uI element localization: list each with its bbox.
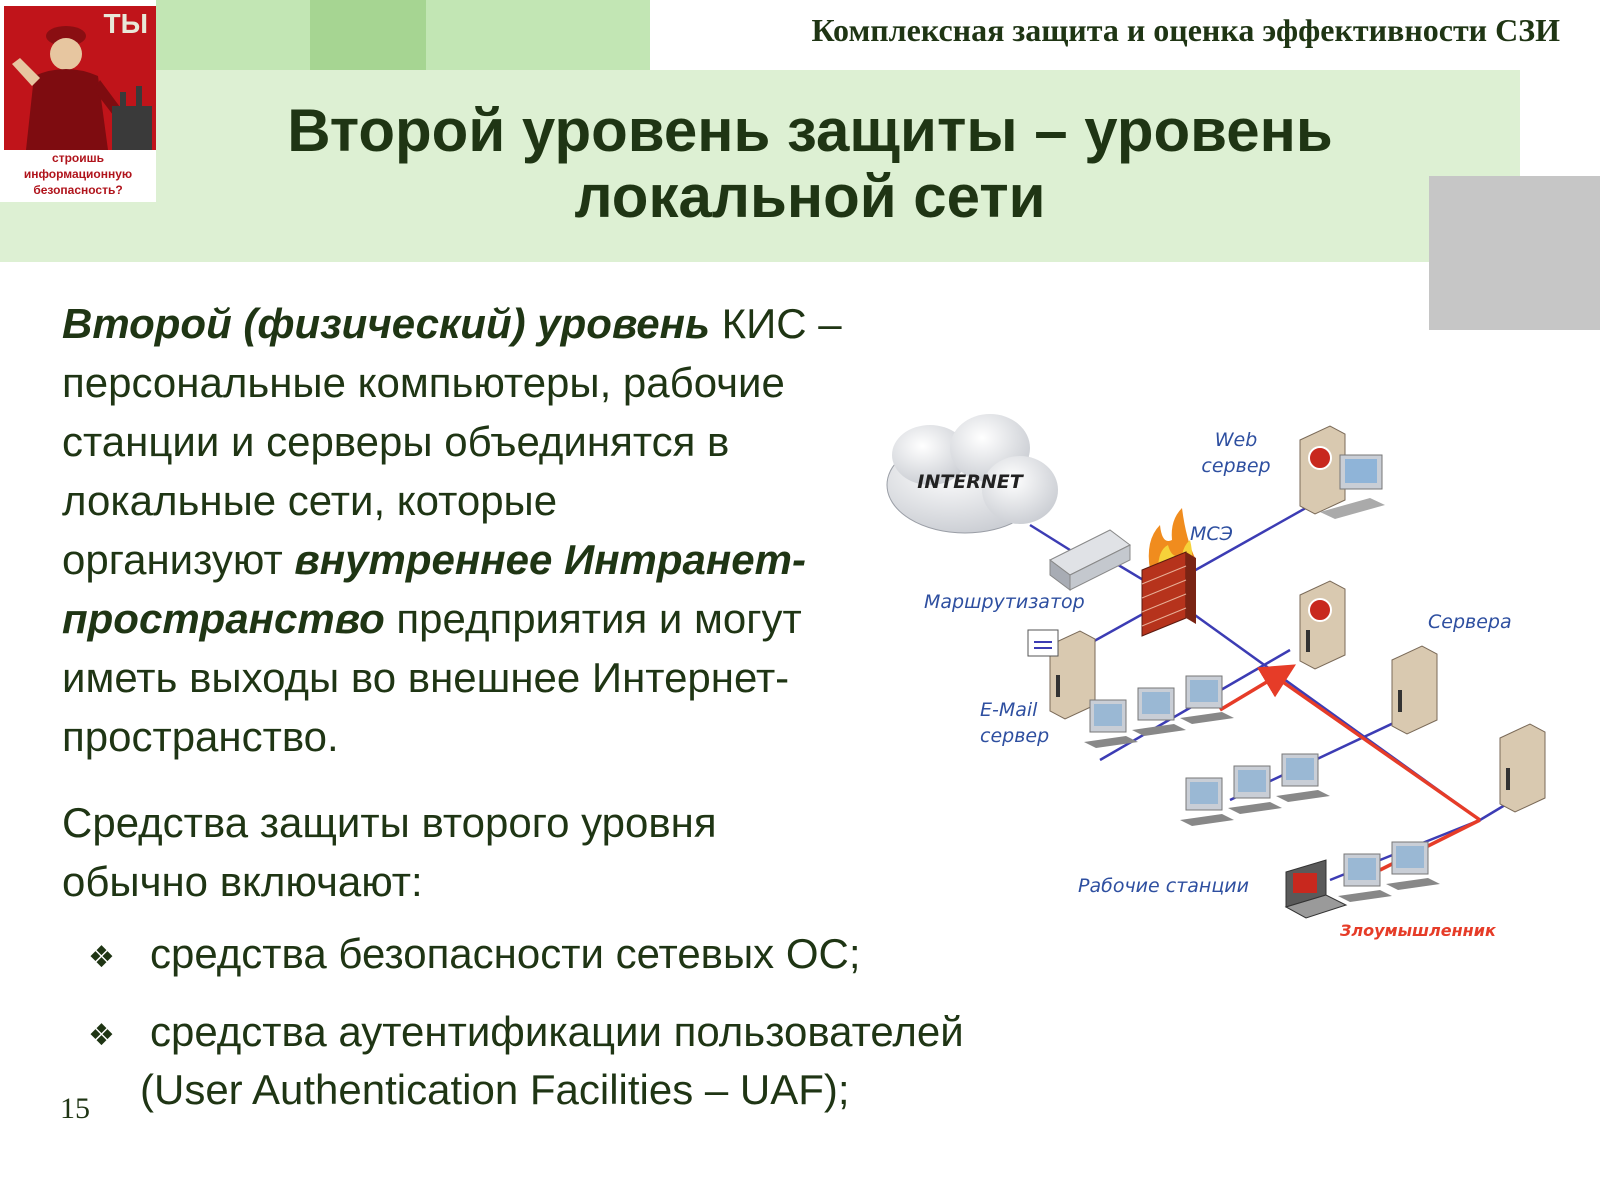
servers-label: Сервера [1428,611,1512,633]
paragraph-line: пространство. [62,713,339,760]
web-server-label: сервер [1201,455,1270,477]
network-diagram: INTERNET [886,414,1546,940]
emphasis-term: пространство [62,595,385,642]
poster-caption-line: строишь [52,151,104,165]
definition-paragraph: Второй (физический) уровень КИС – персон… [62,294,962,766]
workstation-group-icon [1338,841,1440,902]
malicious-server-icon [1299,580,1346,670]
slide-title: Второй уровень защиты – уровень локально… [160,98,1460,230]
poster-caption-line: информационную [23,167,133,181]
email-server-label: E-Mail [980,699,1038,721]
bullet-item: средства безопасности сетевых ОС; [150,930,861,977]
slide-title-line: Второй уровень защиты – уровень [287,97,1333,164]
web-server-label: Web [1215,429,1258,451]
router-label: Маршрутизатор [924,591,1085,613]
paragraph-text: предприятия и могут [384,595,802,642]
paragraph-line: Средства защиты второго уровня [62,799,717,846]
emphasis-term: внутреннее Интранет- [294,536,806,583]
paragraph-line: станции и серверы объединятся в [62,418,730,465]
internet-cloud-icon [886,414,1058,534]
poster-red-area: ТЫ [4,6,156,150]
server-icon [1499,723,1546,813]
paragraph-line: иметь выходы во внешнее Интернет- [62,654,790,701]
email-server-label: сервер [980,725,1049,747]
paragraph-line: персональные компьютеры, рабочие [62,359,785,406]
firewall-label: МСЭ [1190,523,1233,545]
internet-label: INTERNET [917,471,1024,493]
emphasis-term: Второй (физический) уровень [62,300,710,347]
email-server-icon [1027,629,1096,720]
paragraph-line: обычно включают: [62,858,423,905]
router-icon [1049,529,1131,591]
page-number: 15 [60,1092,90,1125]
paragraph-line: локальные сети, которые [62,477,558,524]
intruder-label: Злоумышленник [1339,921,1497,940]
workstations-label: Рабочие станции [1078,875,1249,897]
workstation-group-icon [1180,753,1330,826]
workstation-group-icon [1084,675,1234,748]
course-header: Комплексная защита и оценка эффективност… [811,12,1560,48]
paragraph-text: КИС – [709,300,842,347]
poster-image: ТЫ строишь информационную безопасность? [0,0,156,202]
bullet-icon: ❖ [88,940,115,975]
web-server-icon [1299,425,1385,519]
poster-caption-line: безопасность? [33,183,123,197]
title-band [0,70,1520,262]
poster-caption: строишь информационную безопасность? [0,150,156,198]
bullet-item: средства аутентификации пользователей [150,1008,964,1055]
server-icon [1391,645,1438,735]
paragraph-text: организуют [62,536,295,583]
bullet-item-continuation: (User Authentication Facilities – UAF); [140,1066,850,1113]
intruder-laptop-icon [1284,859,1348,919]
poster-soldier-figure [12,26,152,150]
grey-decor-square [1429,176,1600,330]
poster-big-word: ТЫ [103,8,148,39]
firewall-icon [1141,508,1196,637]
slide-title-line: локальной сети [574,163,1046,230]
means-intro-paragraph: Средства защиты второго уровня обычно вк… [62,793,962,911]
bullet-icon: ❖ [88,1018,115,1053]
